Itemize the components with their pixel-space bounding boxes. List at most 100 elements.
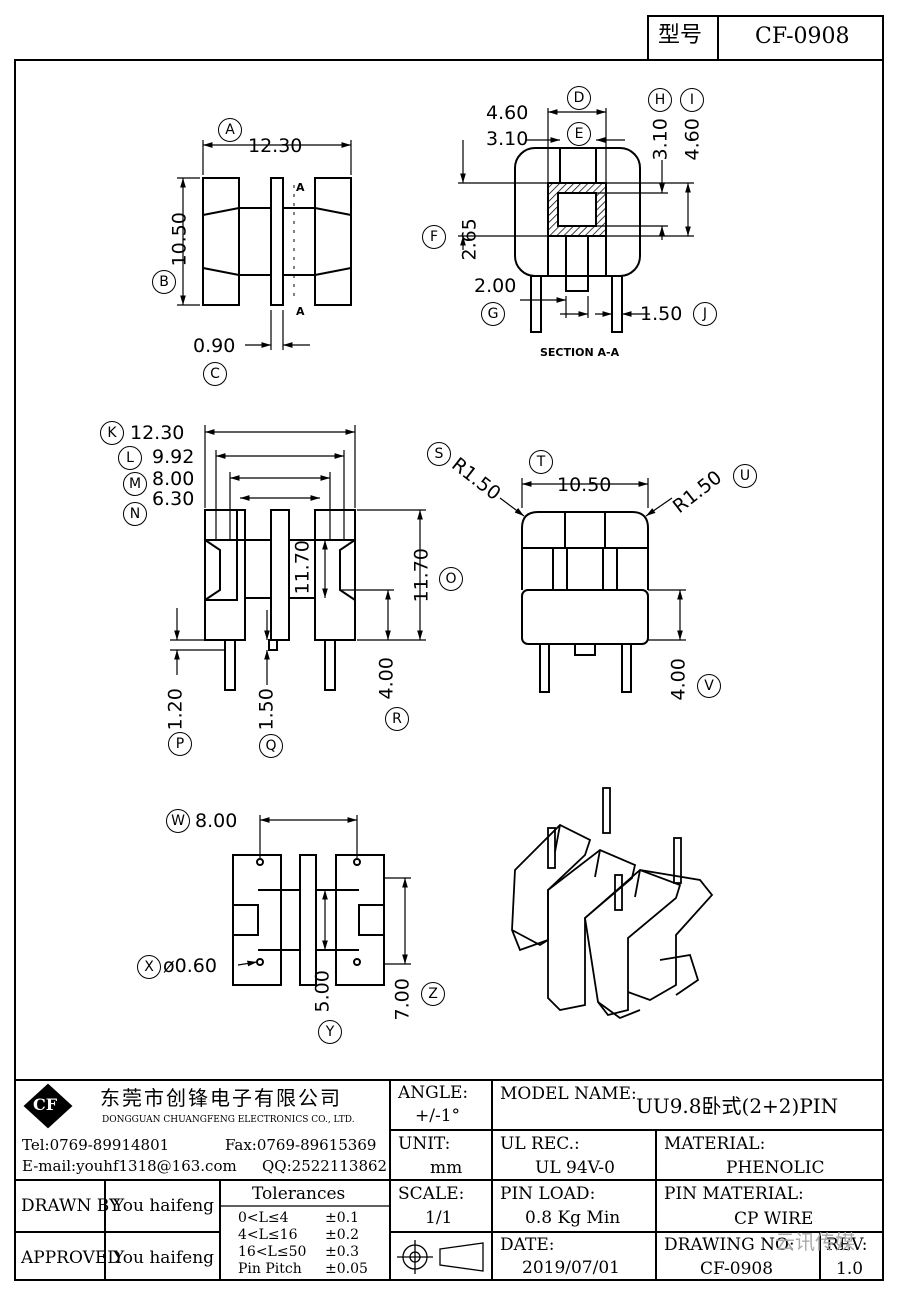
dim-a: 12.30 [248,135,303,157]
material-label: MATERIAL: [664,1134,766,1154]
approved-label: APPROVED [21,1248,121,1268]
bubble-e: E [567,122,591,146]
bubble-z: Z [421,982,445,1006]
bubble-u: U [733,464,757,488]
company-logo [23,1083,73,1129]
bubble-i: I [680,88,704,112]
date-value: 2019/07/01 [522,1258,620,1278]
contact-qq: QQ:2522113862 [262,1157,388,1175]
dim-n: 6.30 [152,488,195,510]
isometric-view [511,787,714,1020]
company-name-cn: 东莞市创锋电子有限公司 [100,1086,342,1110]
material-value: PHENOLIC [726,1158,825,1178]
bubble-h: H [648,88,672,112]
bubble-k: K [100,421,124,445]
rev-label: REV: [826,1235,868,1255]
bottom-view [232,854,385,986]
bubble-t: T [529,450,553,474]
dim-k: 12.30 [130,422,185,444]
section-view [514,147,641,333]
scale-label: SCALE: [398,1184,465,1204]
pin-material-value: CP WIRE [734,1209,814,1229]
bubble-o: O [439,567,463,591]
tolerance-value: ±0.3 [325,1244,359,1260]
drawing-no-label: DRAWING NO: [664,1235,795,1255]
contact-fax: Fax:0769-89615369 [225,1136,377,1154]
contact-email: E-mail:youhf1318@163.com [22,1157,237,1175]
section-title: SECTION A-A [540,346,620,359]
rev-value: 1.0 [836,1259,864,1279]
dim-c: 0.90 [193,335,236,357]
front-view [204,509,356,691]
bubble-p: P [168,732,192,756]
pin-load-label: PIN LOAD: [500,1184,596,1204]
bubble-j: J [693,302,717,326]
bubble-n: N [123,502,147,526]
pin-material-label: PIN MATERIAL: [664,1184,804,1204]
bubble-q: Q [259,734,283,758]
model-value: CF-0908 [755,24,850,49]
pin-load-value: 0.8 Kg Min [525,1208,621,1228]
tolerance-range: Pin Pitch [238,1261,302,1277]
tolerance-value: ±0.1 [325,1210,359,1226]
bubble-s: S [427,442,451,466]
bubble-d: D [567,86,591,110]
bubble-x: X [137,955,161,979]
bubble-c: C [203,362,227,386]
dim-i: 4.60 [681,118,704,161]
tolerance-range: 0<L≤4 [238,1210,289,1226]
company-name-en: DONGGUAN CHUANGFENG ELECTRONICS CO., LTD… [102,1115,355,1125]
tolerance-value: ±0.05 [325,1261,368,1277]
tolerance-range: 4<L≤16 [238,1227,298,1243]
contact-tel: Tel:0769-89914801 [22,1136,170,1154]
dim-h: 3.10 [649,118,672,161]
title-block [15,1079,883,1280]
dim-q: 1.50 [255,688,278,731]
dim-e: 3.10 [486,128,529,150]
dim-j: 1.50 [640,303,683,325]
dim-g: 2.00 [474,275,517,297]
dim-f: 2.65 [458,218,481,261]
dim-y: 5.00 [311,970,334,1013]
bubble-a: A [218,118,242,142]
dim-p: 1.20 [164,688,187,731]
logo-text: CF [33,1095,58,1114]
ul-value: UL 94V-0 [535,1158,615,1178]
bubble-f: F [422,225,446,249]
drawn-by-label: DRAWN BY [21,1196,121,1216]
bubble-l: L [118,446,142,470]
dim-o: 11.70 [410,548,433,603]
bubble-b: B [152,270,176,294]
dim-z: 7.00 [391,978,414,1021]
bubble-y: Y [318,1020,342,1044]
side-view [521,511,649,693]
section-mark-top: A [296,181,305,194]
top-view [202,177,352,306]
header-box [647,15,884,61]
angle-label: ANGLE: [398,1083,469,1103]
bubble-v: V [697,674,721,698]
unit-label: UNIT: [398,1134,451,1154]
model-name-label: MODEL NAME: [500,1084,637,1104]
model-label: 型号 [658,23,703,48]
bubble-r: R [385,707,409,731]
section-mark-bottom: A [296,305,305,318]
watermark: 云讯传媒 [775,1230,855,1254]
dim-r: 4.00 [375,657,398,700]
tolerance-range: 16<L≤50 [238,1244,307,1260]
drawn-by-value: You haifeng [113,1196,215,1216]
ul-label: UL REC.: [500,1134,580,1154]
dim-b: 10.50 [168,212,191,267]
bubble-w: W [166,809,190,833]
scale-value: 1/1 [425,1208,453,1228]
unit-value: mm [430,1158,463,1178]
approved-value: You haifeng [113,1248,215,1268]
model-name-value: UU9.8卧式(2+2)PIN [636,1094,839,1118]
dim-v: 4.00 [667,658,690,701]
angle-value: +/-1° [415,1106,461,1126]
tolerances-title: Tolerances [252,1184,346,1204]
drawing-no-value: CF-0908 [700,1259,774,1279]
bubble-g: G [481,302,505,326]
dim-m: 8.00 [152,468,195,490]
